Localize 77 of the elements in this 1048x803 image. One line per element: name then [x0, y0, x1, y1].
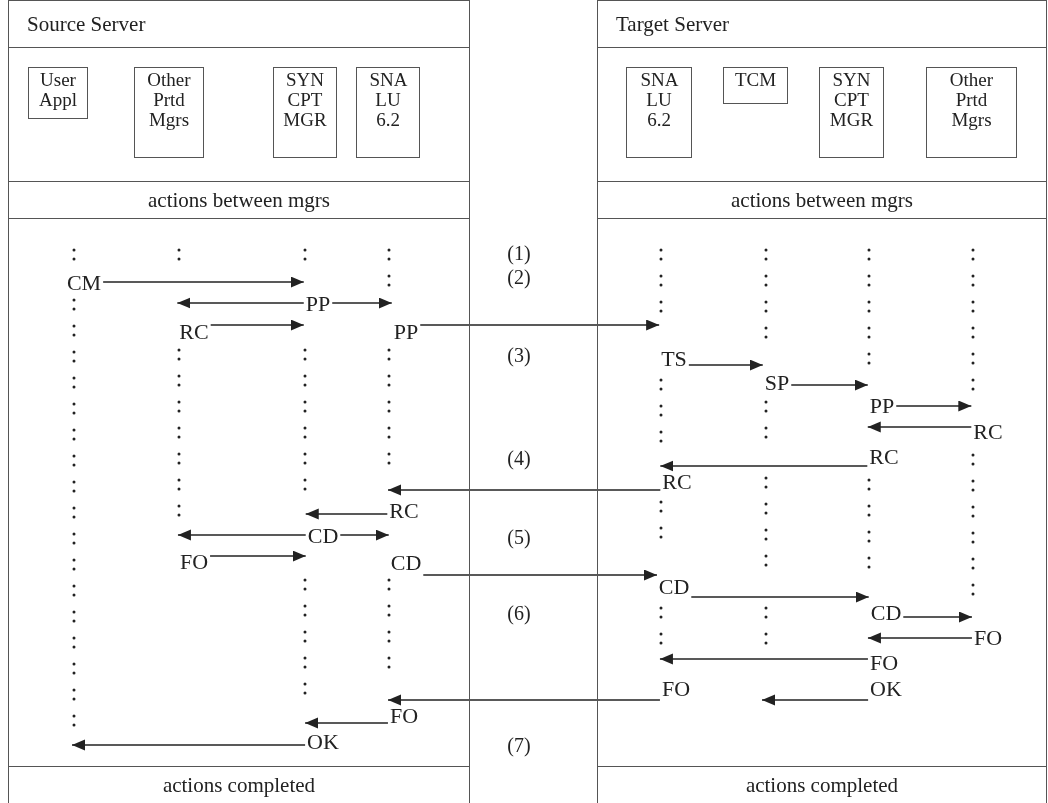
component-label: SNA LU 6.2 — [640, 70, 678, 130]
message-arrow — [761, 694, 869, 706]
component-label: Other Prtd Mgrs — [147, 70, 191, 130]
band-label: actions completed — [9, 766, 469, 803]
component-label: SNA LU 6.2 — [369, 70, 407, 130]
message-label: CD — [388, 549, 424, 577]
component-box — [626, 67, 692, 158]
message-label: FO — [867, 649, 901, 677]
panel-title: Target Server — [598, 1, 1046, 48]
message-label: RC — [971, 418, 1005, 446]
message-label: CD — [656, 573, 692, 601]
message-arrow — [177, 529, 307, 541]
component-box — [356, 67, 420, 158]
server-panel — [597, 0, 1047, 803]
message-arrow — [339, 529, 390, 541]
component-box — [28, 67, 88, 119]
message-label: FO — [971, 624, 1005, 652]
message-label: PP — [391, 318, 421, 346]
message-arrow — [867, 632, 973, 644]
message-label: OK — [305, 728, 341, 756]
step-number: (4) — [507, 447, 531, 469]
step-number: (1) — [507, 242, 531, 264]
message-arrow — [902, 611, 973, 623]
step-number: (7) — [507, 734, 531, 756]
message-arrow — [422, 569, 658, 581]
message-label: RC — [867, 443, 901, 471]
message-arrow — [305, 508, 388, 520]
component-box — [723, 67, 788, 104]
component-box — [819, 67, 884, 158]
message-label: TS — [659, 345, 689, 373]
message-label: FO — [177, 548, 211, 576]
server-panel — [8, 0, 470, 803]
band-label: actions completed — [598, 766, 1046, 803]
message-arrow — [102, 276, 305, 288]
message-label: PP — [303, 290, 333, 318]
message-label: RC — [177, 318, 211, 346]
message-arrow — [419, 319, 660, 331]
message-label: SP — [762, 369, 792, 397]
component-box — [134, 67, 204, 158]
band-label: actions between mgrs — [598, 181, 1046, 219]
component-label: SYN CPT MGR — [283, 70, 327, 130]
message-arrow — [867, 421, 972, 433]
message-label: CD — [305, 522, 341, 550]
step-number: (3) — [507, 344, 531, 366]
component-box — [926, 67, 1017, 158]
message-arrow — [210, 319, 305, 331]
message-arrow — [331, 297, 393, 309]
message-arrow — [387, 484, 661, 496]
message-arrow — [688, 359, 764, 371]
message-label: PP — [867, 392, 897, 420]
message-arrow — [387, 694, 661, 706]
message-label: FO — [659, 675, 693, 703]
component-label: User Appl — [39, 70, 77, 110]
component-label: Other Prtd Mgrs — [949, 70, 994, 130]
message-label: CD — [868, 599, 904, 627]
component-label: SYN CPT MGR — [829, 70, 874, 130]
message-arrow — [659, 460, 868, 472]
message-label: RC — [660, 468, 694, 496]
message-label: FO — [387, 702, 421, 730]
panel-title: Source Server — [9, 1, 469, 48]
band-label: actions between mgrs — [9, 181, 469, 219]
message-arrow — [71, 739, 306, 751]
message-label: CM — [64, 269, 104, 297]
step-number: (6) — [507, 602, 531, 624]
message-arrow — [790, 379, 869, 391]
message-arrow — [895, 400, 972, 412]
step-number: (2) — [507, 266, 531, 288]
component-label: TCM — [734, 70, 777, 90]
message-arrow — [659, 653, 869, 665]
message-arrow — [176, 297, 305, 309]
message-arrow — [690, 591, 870, 603]
step-number: (5) — [507, 526, 531, 548]
component-box — [273, 67, 337, 158]
message-label: RC — [387, 497, 421, 525]
message-label: OK — [868, 675, 904, 703]
message-arrow — [304, 717, 389, 729]
message-arrow — [209, 550, 307, 562]
